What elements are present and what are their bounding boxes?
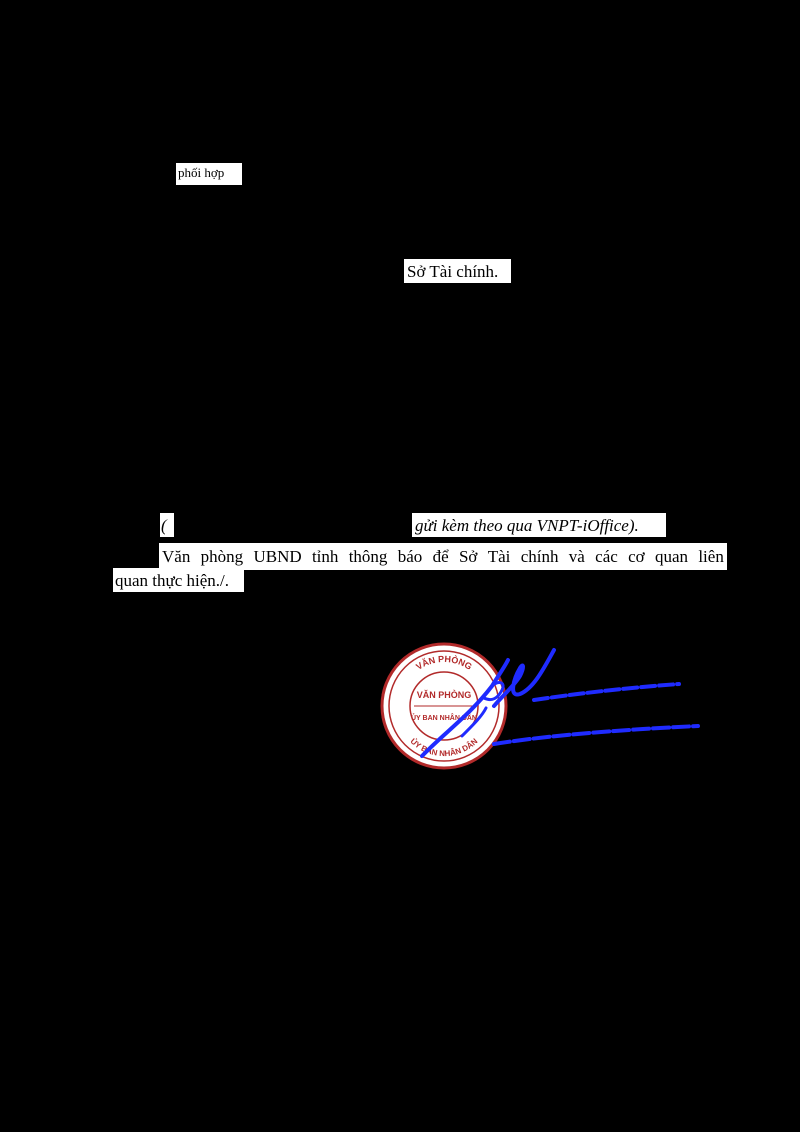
fragment-open-paren: ( [160,513,174,537]
word: UBND [253,547,302,566]
notice-line-1: Văn phòng UBND tỉnh thông báo để Sở Tài … [159,543,727,570]
word: báo [397,547,423,566]
word: chính [520,547,559,566]
official-seal-icon: VĂN PHÒNG ỦY BAN NHÂN DÂN VĂN PHÒNG ỦY B… [380,642,508,770]
word: để [432,547,449,566]
word: và [568,547,585,566]
word: các [595,547,618,566]
word: cơ [628,547,645,566]
word: thông [348,547,388,566]
fragment-finance-department: Sở Tài chính. [404,259,511,283]
word: Văn [162,547,191,566]
word: quan [654,547,689,566]
word: Sở [458,547,478,566]
word: tỉnh [311,547,339,566]
notice-line-2: quan thực hiện./. [113,568,244,592]
fragment-coordination: phối hợp [176,163,242,185]
fragment-attached-note: gửi kèm theo qua VNPT-iOffice). [412,513,666,537]
seal-and-signature: VĂN PHÒNG ỦY BAN NHÂN DÂN VĂN PHÒNG ỦY B… [380,642,700,770]
word: Tài [487,547,511,566]
seal-center-top: VĂN PHÒNG [417,689,472,700]
signature-icon [420,648,700,758]
seal-center-bottom: ỦY BAN NHÂN DÂN [411,713,477,722]
word: liên [698,547,724,566]
word: phòng [200,547,244,566]
